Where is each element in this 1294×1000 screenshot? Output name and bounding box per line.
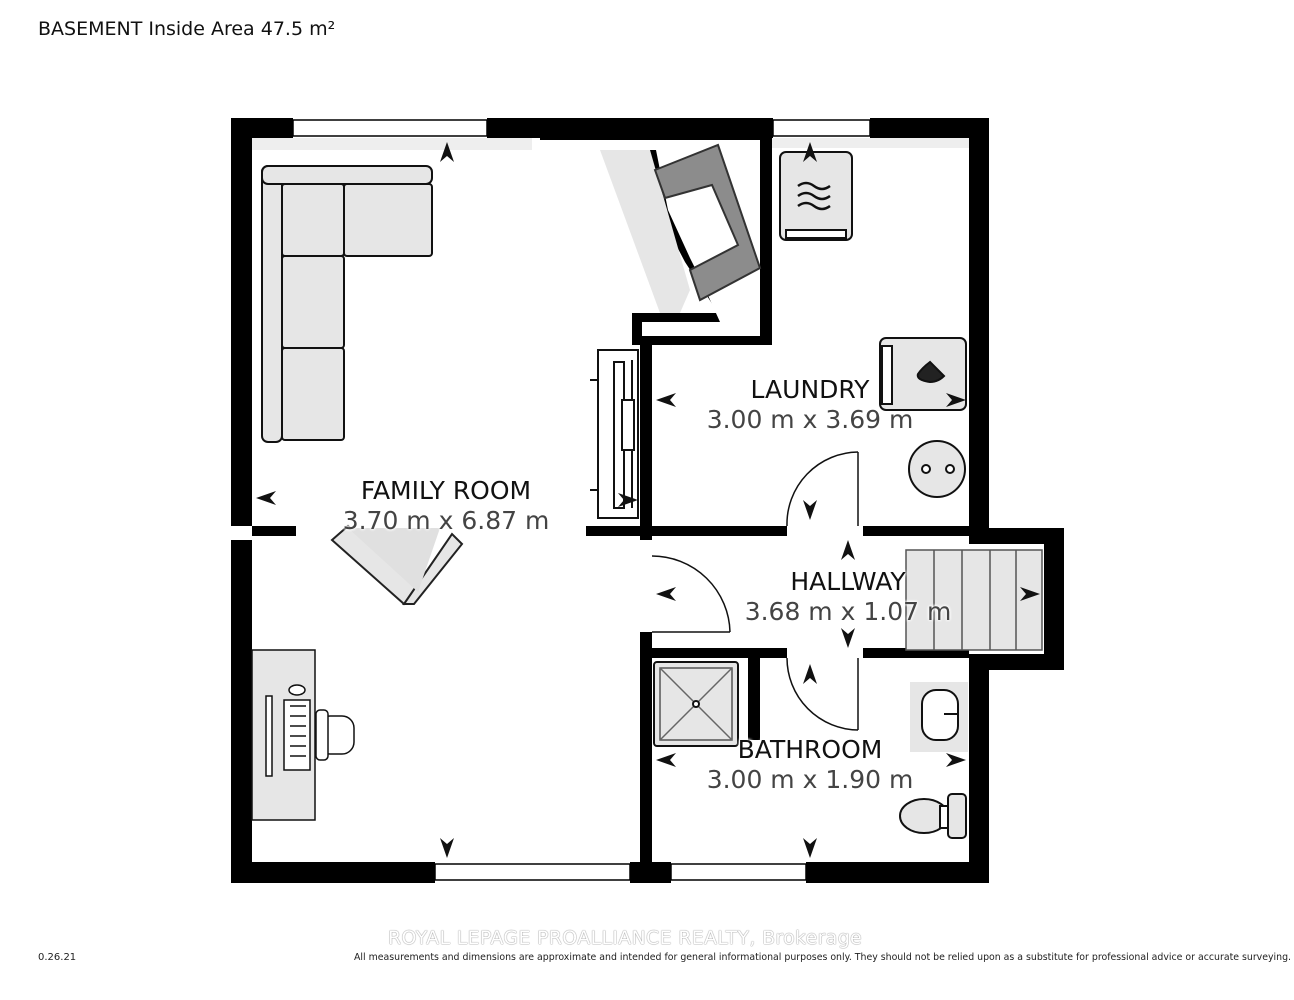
wall-bottom-right [806, 862, 989, 883]
room-label-bathroom: BATHROOM 3.00 m x 1.90 m [692, 735, 928, 795]
wall-laundry-bottom-left [652, 526, 787, 536]
room-name: HALLWAY [790, 567, 906, 596]
fireplace-hearth [600, 150, 690, 313]
wall-right-upper [969, 118, 989, 530]
wall-hall-bottom-left [652, 648, 787, 658]
armchair [330, 524, 464, 606]
wall-bottom-left [231, 862, 435, 883]
door-laundry-swing [786, 451, 859, 527]
arrow-family-door [656, 587, 676, 601]
sectional-sofa [261, 165, 433, 443]
version-label: 0.26.21 [38, 952, 77, 963]
shower [653, 661, 739, 747]
wall-stair-top [969, 528, 1064, 544]
arrow-hall-bottom [841, 628, 855, 648]
arrow-bath-right [946, 753, 966, 767]
wall-stair-right [1044, 528, 1064, 670]
dryer [779, 151, 853, 241]
arrow-bath-door [803, 664, 817, 684]
desk [251, 649, 355, 821]
water-heater [908, 440, 966, 498]
room-label-family: FAMILY ROOM 3.70 m x 6.87 m [330, 476, 562, 536]
arrow-laundry-top [803, 142, 817, 162]
direction-arrows [256, 142, 1040, 858]
wall-top-right [870, 118, 989, 138]
room-dims: 3.00 m x 3.69 m [706, 405, 914, 434]
wall-family-divider-right [586, 526, 652, 536]
arrow-bath-bottom [803, 838, 817, 858]
door-family-swing [651, 555, 731, 633]
tv-console [590, 349, 639, 519]
windows [292, 119, 871, 881]
arrow-hall-stairs [1020, 587, 1040, 601]
arrow-laundry-right [946, 393, 966, 407]
disclaimer-text: All measurements and dimensions are appr… [354, 952, 1292, 963]
doors [651, 451, 859, 731]
wall-stair-bottom [969, 654, 1064, 670]
sink [910, 682, 968, 752]
room-label-laundry: LAUNDRY 3.00 m x 3.69 m [692, 375, 928, 435]
wall-laundry-bottom-right [863, 526, 969, 536]
room-dims: 3.00 m x 1.90 m [706, 765, 914, 794]
wall-shower [748, 658, 760, 740]
arrow-bath-left [656, 753, 676, 767]
room-dims: 3.68 m x 1.07 m [744, 597, 952, 626]
arrow-laundry-door [803, 500, 817, 520]
wall-center-upper [640, 340, 652, 540]
arrow-hall-top [841, 540, 855, 560]
door-bath-swing [786, 657, 859, 731]
arrow-family-top [440, 142, 454, 162]
window-laundry-top [772, 119, 871, 137]
wall-family-divider-left [252, 526, 296, 536]
room-label-hallway: HALLWAY 3.68 m x 1.07 m [730, 567, 966, 627]
room-dims: 3.70 m x 6.87 m [342, 506, 550, 535]
stairs [905, 549, 1043, 651]
arrow-family-left [256, 491, 276, 505]
fireplace-icon [653, 143, 762, 302]
arrow-family-bottom [440, 838, 454, 858]
arrow-family-tv [618, 493, 638, 507]
toilet [899, 793, 967, 839]
walls [231, 118, 1064, 883]
wall-center-lower [640, 632, 652, 882]
window-family-top [292, 119, 488, 137]
room-name: FAMILY ROOM [360, 476, 532, 505]
floor-title: BASEMENT Inside Area 47.5 m² [38, 18, 336, 40]
room-name: LAUNDRY [750, 375, 870, 404]
wall-hall-bottom-right [863, 648, 969, 658]
window-family-bottom [434, 863, 631, 881]
wall-right-lower [969, 660, 989, 883]
washer [879, 337, 967, 411]
brokerage-watermark: ROYAL LEPAGE PROALLIANCE REALTY, Brokera… [388, 927, 863, 949]
wall-left-upper [231, 118, 252, 526]
arrow-laundry-left [656, 393, 676, 407]
room-name: BATHROOM [737, 735, 883, 764]
wall-left-lower [231, 540, 252, 883]
window-bath-bottom [670, 863, 807, 881]
